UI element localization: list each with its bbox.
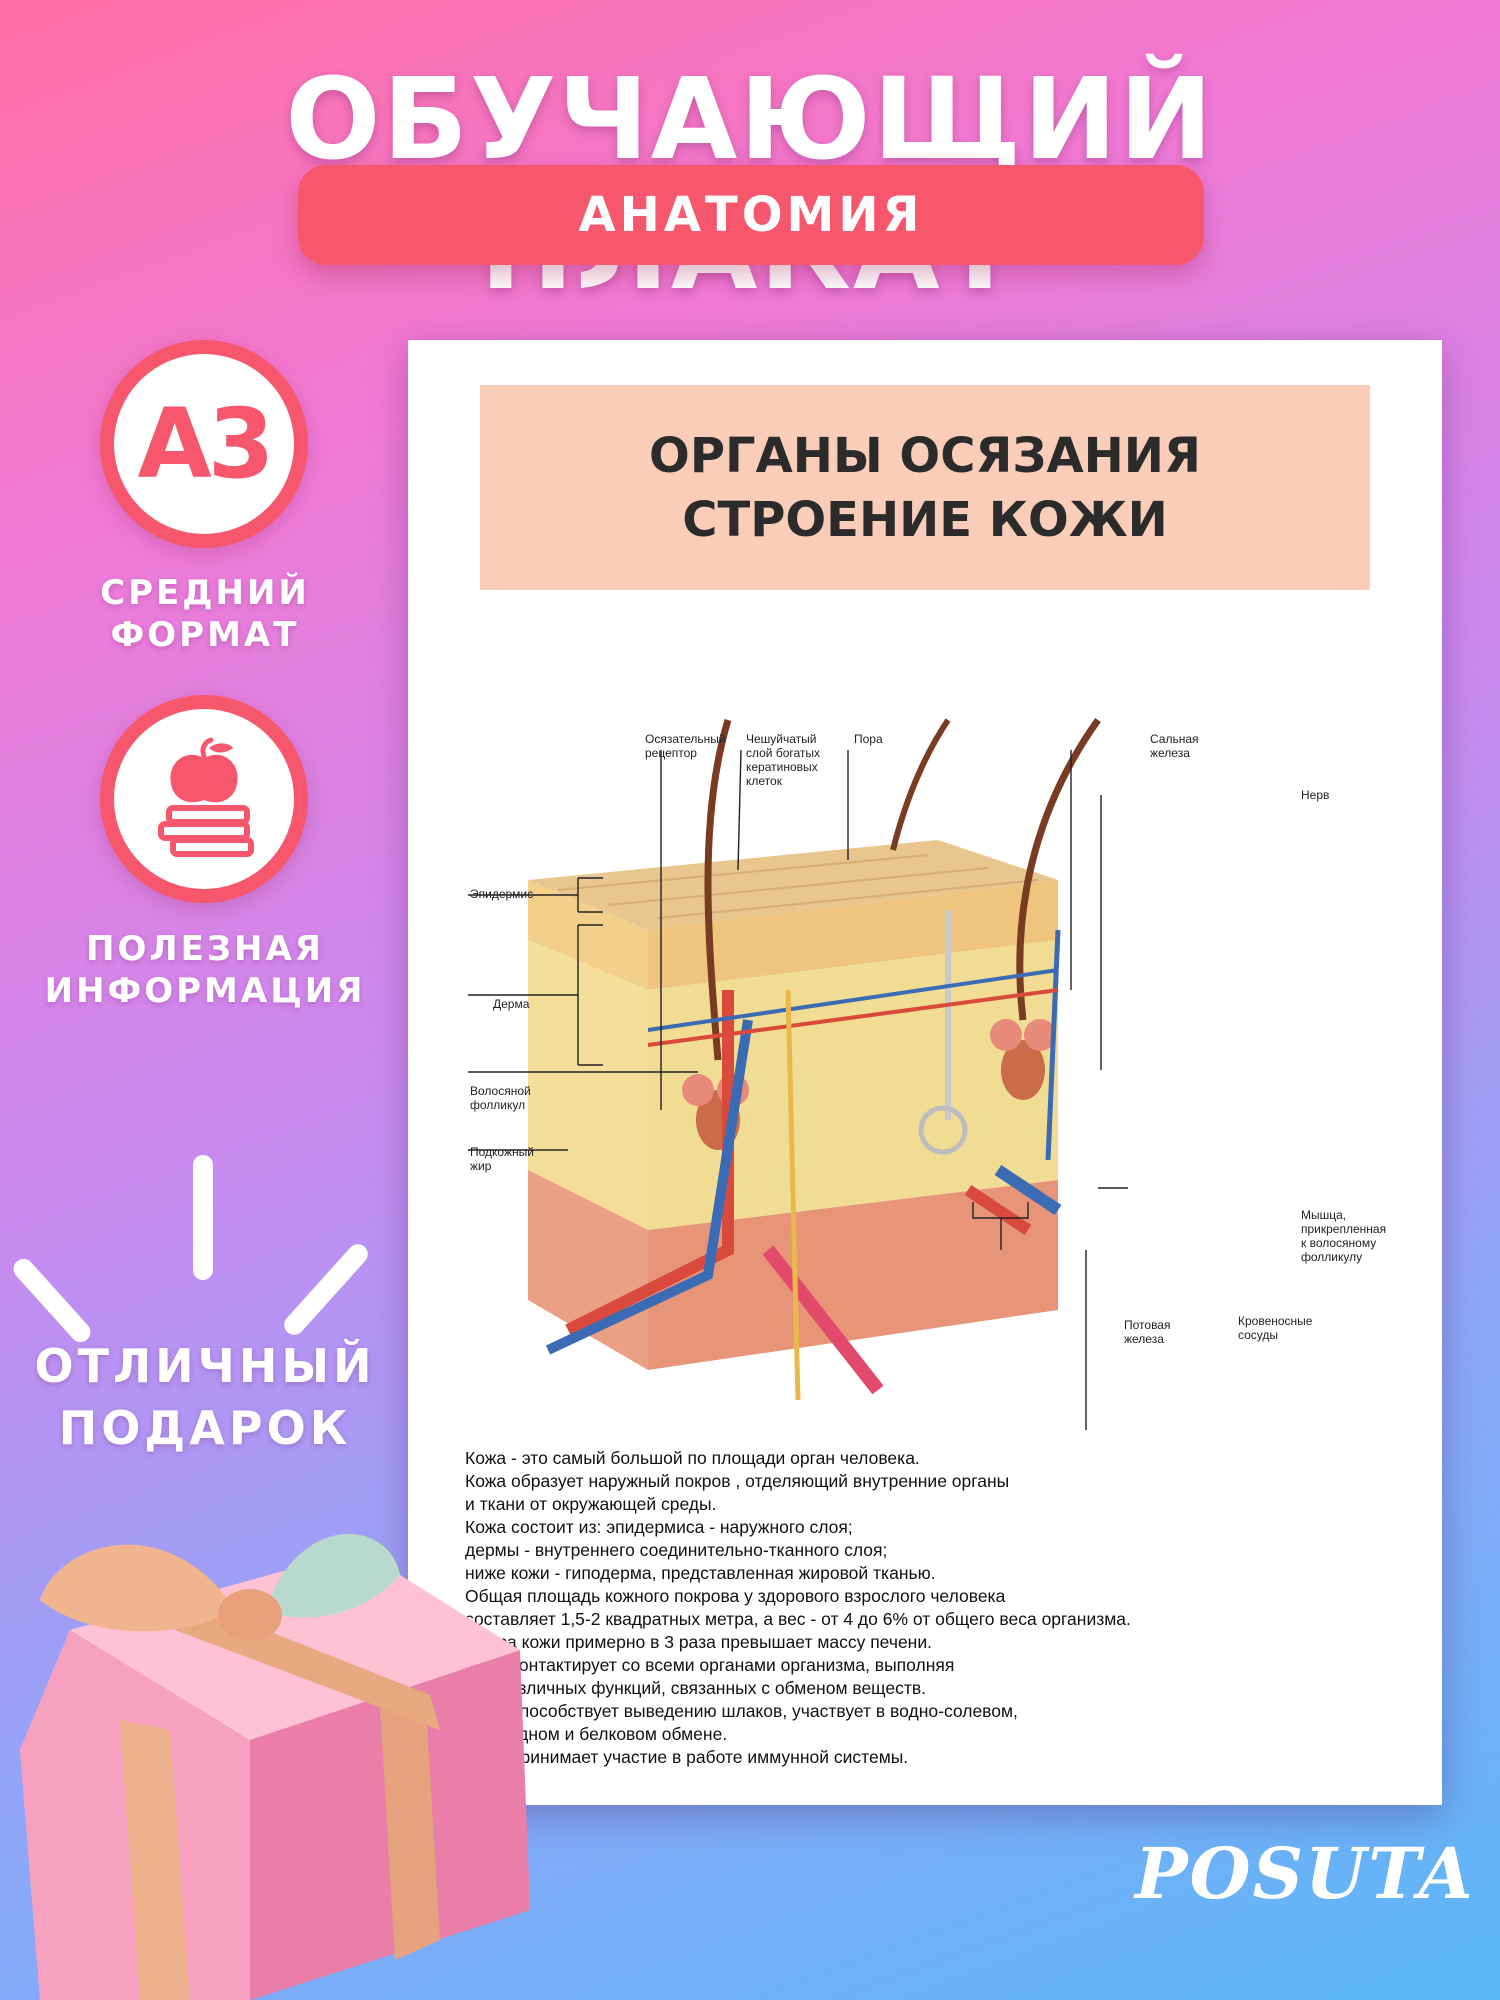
label-line: Мышца,: [1301, 1208, 1347, 1222]
label-line: Пора: [854, 732, 883, 746]
body-line: Кожа - это самый большой по площади орга…: [465, 1448, 920, 1468]
label-epidermis: Эпидермис: [470, 887, 533, 901]
label-pore: Пора: [854, 732, 883, 746]
body-line: составляет 1,5-2 квадратных метра, а вес…: [465, 1609, 1131, 1629]
label-receptor: Осязательный рецептор: [645, 732, 726, 760]
sparkle-line: [193, 1155, 213, 1280]
info-caption: ПОЛЕЗНАЯ ИНФОРМАЦИЯ: [40, 928, 370, 1012]
label-line: железа: [1150, 746, 1190, 760]
brand-logo: POSUTA: [1135, 1832, 1475, 1915]
body-line: и ткани от окружающей среды.: [465, 1494, 717, 1514]
sparkle-line: [280, 1240, 372, 1339]
info-caption-line: ИНФОРМАЦИЯ: [44, 971, 366, 1011]
label-line: Чешуйчатый: [746, 732, 817, 746]
label-line: рецептор: [645, 746, 697, 760]
format-caption: СРЕДНИЙ ФОРМАТ: [40, 572, 370, 656]
body-line: углеводном и белковом обмене.: [465, 1724, 728, 1744]
sparkle-line: [9, 1254, 95, 1347]
body-line: ниже кожи - гиподерма, представленная жи…: [465, 1563, 936, 1583]
gift-caption-line: ОТЛИЧНЫЙ: [34, 1339, 376, 1393]
label-line: слой богатых: [746, 746, 821, 760]
gift-caption: ОТЛИЧНЫЙ ПОДАРОК: [30, 1335, 380, 1459]
body-line: Кожа контактирует со всеми органами орга…: [465, 1655, 955, 1675]
label-line: Кровеносные: [1238, 1314, 1313, 1328]
label-line: Потовая: [1124, 1318, 1171, 1332]
gift-caption-line: ПОДАРОК: [58, 1401, 352, 1455]
label-line: железа: [1124, 1332, 1164, 1346]
subtitle-pill: АНАТОМИЯ: [298, 165, 1204, 265]
label-line: фолликулу: [1301, 1250, 1363, 1264]
body-line: Общая площадь кожного покрова у здоровог…: [465, 1586, 1006, 1606]
body-line: Масса кожи примерно в 3 раза превышает м…: [465, 1632, 932, 1652]
label-line: Дерма: [493, 997, 530, 1011]
label-nerve: Нерв: [1301, 788, 1329, 802]
label-scaly-layer: Чешуйчатый слой богатых кератиновых клет…: [746, 732, 820, 788]
poster-title-line: СТРОЕНИЕ КОЖИ: [682, 491, 1168, 548]
poster-title-line: ОРГАНЫ ОСЯЗАНИЯ: [649, 427, 1201, 484]
label-line: Нерв: [1301, 788, 1330, 802]
epidermis-layer: [528, 880, 648, 990]
label-line: сосуды: [1238, 1328, 1279, 1342]
label-line: к волосяному: [1301, 1236, 1377, 1250]
label-muscle: Мышца, прикрепленная к волосяному фоллик…: [1301, 1208, 1386, 1264]
label-sebaceous: Сальная железа: [1150, 732, 1199, 760]
a3-badge: А3: [100, 340, 308, 548]
info-badge: [100, 695, 308, 903]
label-line: жир: [470, 1159, 492, 1173]
label-line: Сальная: [1150, 732, 1199, 746]
poster-sheet: ОРГАНЫ ОСЯЗАНИЯ СТРОЕНИЕ КОЖИ: [408, 340, 1442, 1805]
body-line: Кожа состоит из: эпидермиса - наружного …: [465, 1517, 853, 1537]
format-caption-line: СРЕДНИЙ: [100, 573, 310, 613]
label-line: Подкожный: [470, 1145, 534, 1159]
label-line: Волосяной: [470, 1084, 531, 1098]
body-line: Кожа способствует выведению шлаков, учас…: [465, 1701, 1018, 1721]
label-line: клеток: [746, 774, 782, 788]
label-line: кератиновых: [746, 760, 818, 774]
label-vessels: Кровеносные сосуды: [1238, 1314, 1312, 1342]
label-sweat-gland: Потовая железа: [1124, 1318, 1170, 1346]
poster-body-text: Кожа - это самый большой по площади орга…: [465, 1447, 1365, 1769]
label-fat: Подкожный жир: [470, 1145, 534, 1173]
label-follicle: Волосяной фолликул: [470, 1084, 531, 1112]
label-dermis: Дерма: [493, 997, 529, 1011]
info-caption-line: ПОЛЕЗНАЯ: [86, 929, 324, 969]
label-line: Эпидермис: [470, 887, 534, 901]
body-line: Кожа образует наружный покров , отделяющ…: [465, 1471, 1010, 1491]
a3-text: А3: [137, 388, 274, 500]
body-line: дермы - внутреннего соединительно-тканно…: [465, 1540, 888, 1560]
poster-header: ОРГАНЫ ОСЯЗАНИЯ СТРОЕНИЕ КОЖИ: [480, 385, 1370, 590]
format-caption-line: ФОРМАТ: [110, 615, 300, 655]
subtitle-text: АНАТОМИЯ: [578, 187, 924, 243]
skin-diagram: [468, 717, 1128, 1430]
label-line: Осязательный: [645, 732, 726, 746]
body-line: Кожа принимает участие в работе иммунной…: [465, 1747, 909, 1767]
body-line: ряд различных функций, связанных с обмен…: [465, 1678, 927, 1698]
dermis-layer: [528, 940, 648, 1230]
label-line: фолликул: [470, 1098, 526, 1112]
apple-books-icon: [158, 737, 254, 857]
label-line: прикрепленная: [1301, 1222, 1387, 1236]
